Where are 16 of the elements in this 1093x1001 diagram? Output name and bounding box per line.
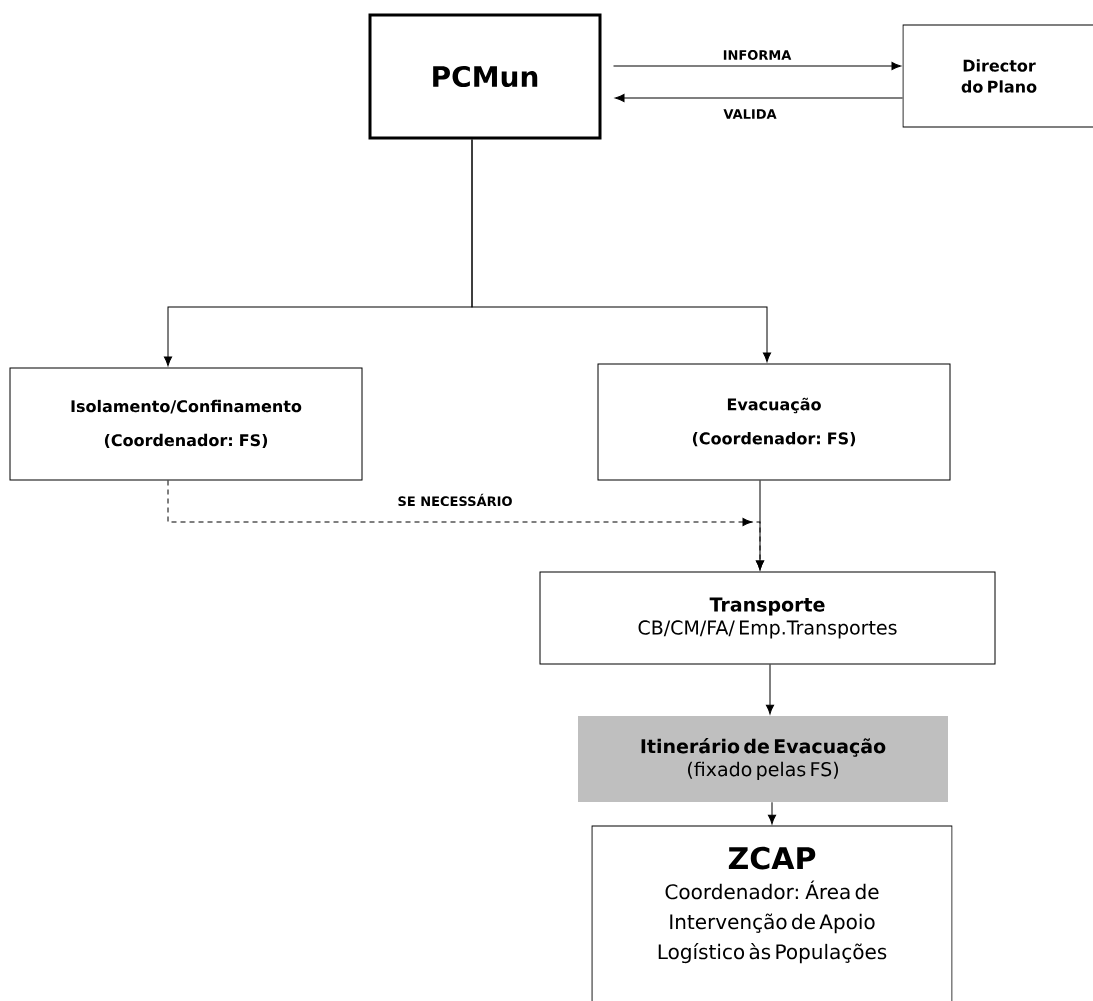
arrow	[765, 664, 775, 715]
shaded-box: Itinerário de Evacuação (fixado pelas FS)	[578, 716, 948, 802]
arrow	[755, 480, 765, 571]
process-box: Evacuação (Coordenador: FS)	[597, 363, 951, 481]
process-box: Director do Plano	[902, 24, 1093, 128]
arrow	[613, 61, 902, 71]
arrow	[471, 139, 772, 363]
process-box: PCMun	[368, 13, 602, 140]
process-box: Transporte CB/CM/FA/ Emp.Transportes	[539, 571, 996, 665]
process-box: ZCAP Coordenador: Área de Intervenção de Apoio Logístico às Populações	[591, 825, 953, 1001]
edge-label: SE NECESSÁRIO	[396, 492, 514, 508]
edge-label: VALIDA	[722, 108, 778, 120]
process-box: Isolamento/Confinamento (Coordenador: FS)	[9, 367, 363, 481]
arrow	[614, 93, 903, 103]
edge-label: INFORMA	[721, 49, 793, 61]
arrow	[767, 801, 777, 825]
